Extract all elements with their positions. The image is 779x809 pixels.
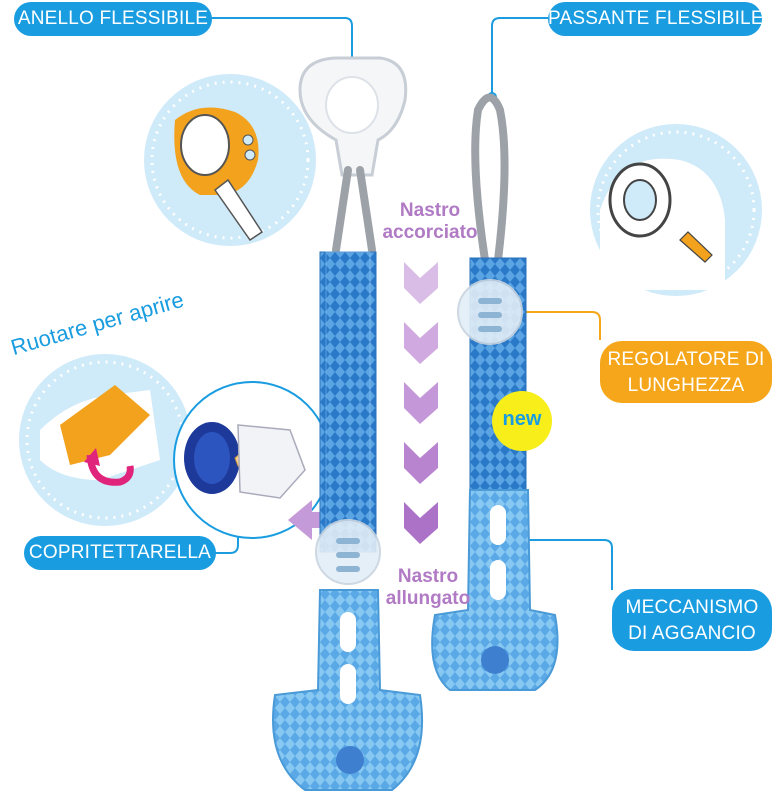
nastro-accorciato-line2: accorciato	[382, 222, 478, 243]
label-passante-flessibile: PASSANTE FLESSIBILE	[548, 2, 764, 36]
label-nastro-accorciato: Nastro accorciato	[380, 200, 480, 244]
label-regolatore-lunghezza: REGOLATORE DI LUNGHEZZA	[600, 341, 772, 403]
label-nastro-allungato: Nastro allungato	[378, 566, 478, 610]
nastro-allungato-line2: allungato	[385, 588, 471, 609]
label-regolatore-line2: LUNGHEZZA	[627, 375, 745, 396]
label-meccanismo-line1: MECCANISMO	[625, 597, 759, 618]
ring-detail-circle	[144, 74, 316, 246]
pacifier-cover-circle	[173, 381, 331, 539]
label-anello-flessibile: ANELLO FLESSIBILE	[14, 2, 212, 36]
callout-lines	[210, 17, 613, 590]
clip-detail-circle	[590, 124, 762, 296]
label-copritettarella: COPRITETTARELLA	[24, 536, 216, 570]
label-meccanismo-aggancio: MECCANISMO DI AGGANCIO	[612, 589, 772, 651]
new-badge-text: new	[502, 408, 542, 430]
new-badge	[492, 391, 552, 451]
right-product	[431, 93, 559, 691]
nastro-accorciato-line1: Nastro	[399, 200, 461, 221]
label-meccanismo-line2: DI AGGANCIO	[628, 623, 756, 644]
pointer-arrow	[288, 500, 330, 540]
nastro-allungato-line1: Nastro	[397, 566, 459, 587]
rotate-detail-circle	[19, 354, 191, 526]
shortening-chevrons	[404, 262, 438, 544]
label-regolatore-line1: REGOLATORE DI	[607, 349, 765, 370]
left-product	[272, 56, 424, 791]
